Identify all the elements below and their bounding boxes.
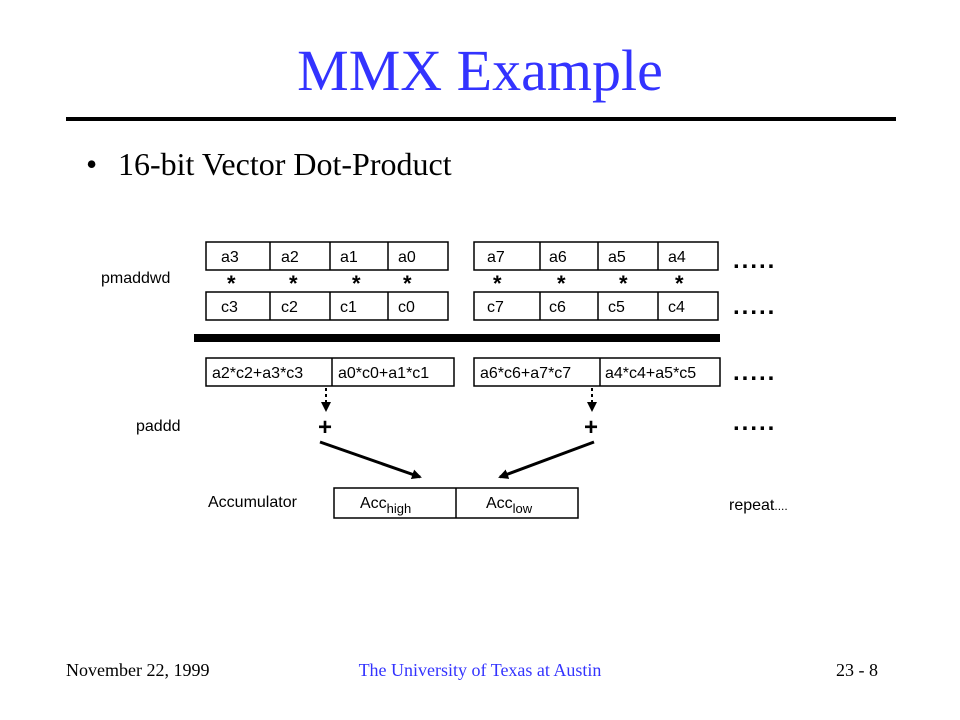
title-divider [66, 117, 896, 121]
multiply-symbol: * [557, 271, 566, 296]
cell-a7: a7 [487, 249, 505, 266]
cell-product-a0c0-a1c1: a0*c0+a1*c1 [338, 365, 429, 382]
cell-a1: a1 [340, 249, 358, 266]
ellipsis-row-c: ..... [733, 293, 776, 320]
register-a-right: a7 a6 a5 a4 [473, 241, 719, 271]
acc-low-cell: Acclow [486, 495, 533, 516]
ellipsis-row-paddd: ..... [733, 409, 776, 436]
multiply-symbol: * [493, 271, 502, 296]
bullet-text: 16-bit Vector Dot-Product [118, 146, 452, 182]
acc-low-sub: low [513, 501, 533, 516]
multiply-symbol: * [675, 271, 684, 296]
paddd-label: paddd [136, 418, 181, 435]
multiply-symbol: * [403, 271, 412, 296]
bullet-item: • 16-bit Vector Dot-Product [86, 146, 452, 183]
cell-c2: c2 [281, 299, 298, 316]
cell-c6: c6 [549, 299, 566, 316]
pmaddwd-label: pmaddwd [101, 270, 170, 287]
multiply-symbols: * * * * * * * * [227, 271, 684, 296]
accumulator-label: Accumulator [208, 494, 298, 511]
multiply-symbol: * [619, 271, 628, 296]
register-a-left: a3 a2 a1 a0 [205, 241, 449, 271]
cell-product-a2c2-a3c3: a2*c2+a3*c3 [212, 365, 303, 382]
repeat-label: repeat.... [729, 497, 788, 514]
ellipsis-row-product: ..... [733, 359, 776, 386]
bullet-dot: • [86, 146, 98, 182]
register-product-right: a6*c6+a7*c7 a4*c4+a5*c5 [473, 357, 721, 387]
cell-a3: a3 [221, 249, 239, 266]
multiply-symbol: * [227, 271, 236, 296]
cell-a0: a0 [398, 249, 416, 266]
cell-c1: c1 [340, 299, 357, 316]
ellipsis-row-a: ..... [733, 247, 776, 274]
acc-high-base: Acc [360, 495, 387, 512]
cell-a4: a4 [668, 249, 686, 266]
cell-c5: c5 [608, 299, 625, 316]
cell-c0: c0 [398, 299, 415, 316]
cell-c4: c4 [668, 299, 685, 316]
cell-a6: a6 [549, 249, 567, 266]
cell-c7: c7 [487, 299, 504, 316]
plus-symbol: + [318, 414, 332, 441]
acc-high-sub: high [387, 501, 412, 516]
accumulate-arrows [319, 440, 595, 480]
register-product-left: a2*c2+a3*c3 a0*c0+a1*c1 [205, 357, 455, 387]
cell-c3: c3 [221, 299, 238, 316]
register-c-left: c3 c2 c1 c0 [205, 291, 449, 321]
cell-product-a6c6-a7c7: a6*c6+a7*c7 [480, 365, 571, 382]
cell-a5: a5 [608, 249, 626, 266]
repeat-dots: .... [774, 499, 787, 513]
multiply-symbol: * [352, 271, 361, 296]
cell-a2: a2 [281, 249, 299, 266]
acc-low-base: Acc [486, 495, 513, 512]
repeat-word: repeat [729, 497, 775, 514]
continuation-ellipses: ..... ..... ..... ..... [733, 247, 776, 436]
accumulator-register: Acchigh Acclow [333, 487, 579, 519]
acc-high-cell: Acchigh [360, 495, 411, 516]
plus-symbol: + [584, 414, 598, 441]
multiply-symbol: * [289, 271, 298, 296]
cell-product-a4c4-a5c5: a4*c4+a5*c5 [605, 365, 696, 382]
register-c-right: c7 c6 c5 c4 [473, 291, 719, 321]
slide-title: MMX Example [297, 38, 663, 103]
separator-bar [194, 334, 720, 342]
footer-page-number: 23 - 8 [836, 660, 878, 680]
footer-institution: The University of Texas at Austin [358, 660, 602, 680]
footer-date: November 22, 1999 [66, 660, 210, 680]
paddd-arrows [321, 388, 597, 412]
